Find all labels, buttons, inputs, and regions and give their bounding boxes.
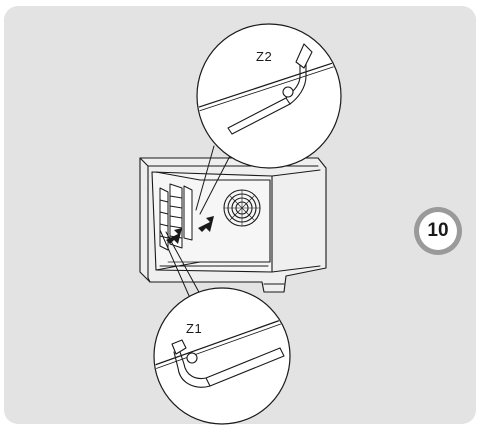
step-number-badge: 10	[414, 207, 462, 255]
fan-icon	[223, 189, 261, 227]
step-number: 10	[419, 212, 457, 250]
callout-leaders	[159, 145, 233, 299]
shelf-rails	[159, 183, 193, 251]
magnifier-top	[196, 23, 342, 169]
magnifier-bottom	[153, 287, 291, 425]
callout-label-z2: Z2	[256, 49, 273, 64]
callout-label-z1: Z1	[186, 321, 203, 336]
